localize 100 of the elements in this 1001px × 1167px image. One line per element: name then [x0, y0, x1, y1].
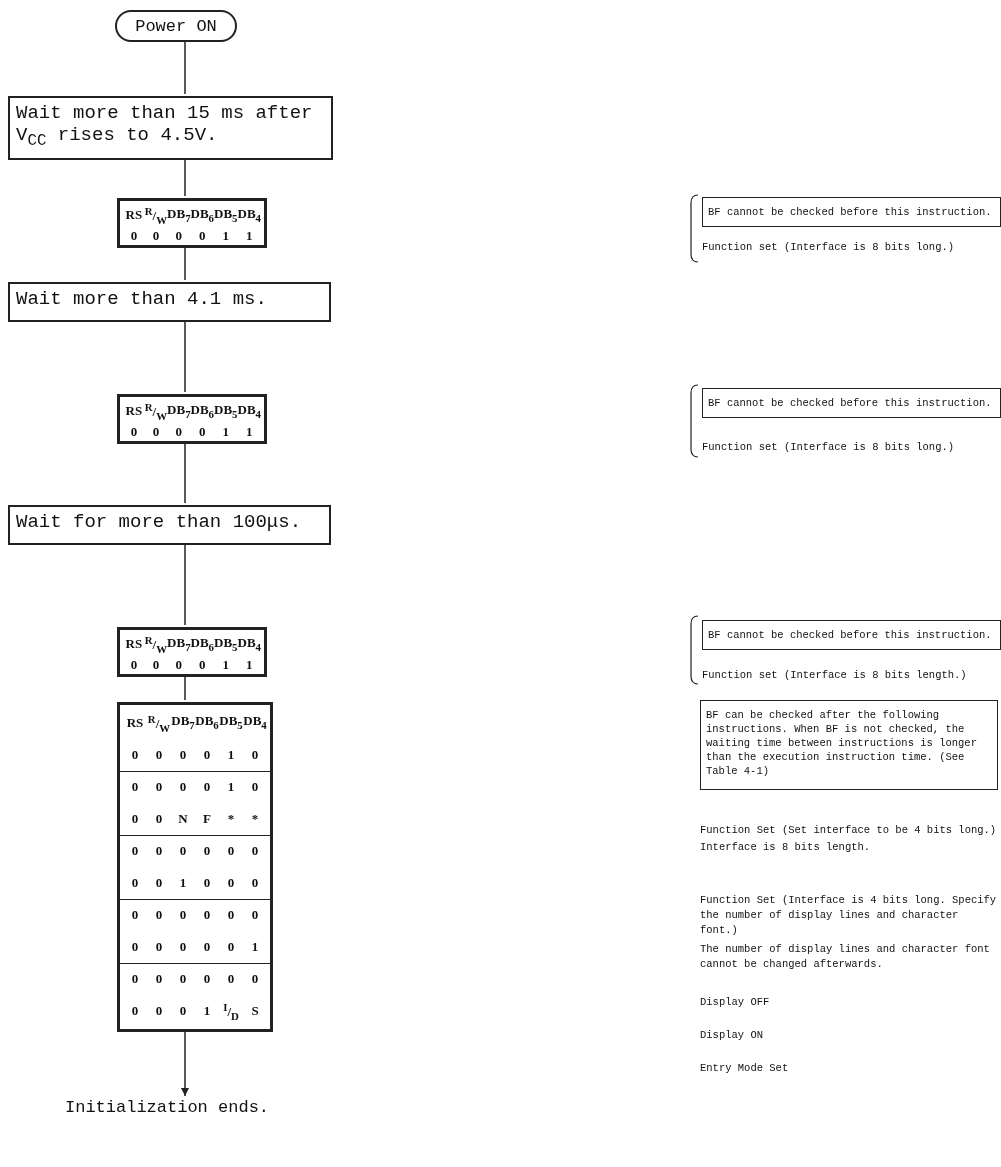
bit-value: 0 — [155, 843, 163, 859]
column-header: $^{R}$/$_{W}$ — [144, 633, 168, 657]
connector-line — [184, 159, 186, 197]
bit-value: 1 — [179, 875, 187, 891]
bit-value: 0 — [131, 939, 139, 955]
bit-value: 0 — [203, 939, 211, 955]
process-box: Wait for more than 100μs. — [8, 505, 331, 545]
bit-value: 0 — [179, 779, 187, 795]
end-text: Initialization ends. — [65, 1098, 305, 1120]
bit-value: 0 — [227, 971, 235, 987]
column-header: DB$_{7}$ — [167, 401, 191, 422]
bit-value: 0 — [130, 656, 138, 673]
bit-value: 0 — [179, 843, 187, 859]
note-box: BF cannot be checked before this instruction. — [702, 388, 1001, 418]
column-header: DB$_{7}$ — [167, 634, 191, 655]
instruction-table — [117, 394, 267, 444]
bit-value: 0 — [251, 907, 259, 923]
column-header: RS — [125, 403, 143, 420]
bit-value: 0 — [203, 875, 211, 891]
note-box: BF can be checked after the following instructions. When BF is not checked, the waiting time between instructions is longer than the execution instruction time. (See Table 4-1) — [700, 700, 998, 790]
bit-value: 0 — [199, 656, 206, 673]
bit-value: 0 — [155, 939, 163, 955]
bit-value: 0 — [152, 227, 160, 244]
column-header: DB$_{4}$ — [243, 713, 267, 733]
bit-value: 0 — [131, 779, 139, 795]
note-text: Function set (Interface is 8 bits long.) — [702, 440, 956, 455]
bit-value: 0 — [131, 747, 139, 763]
note-box: BF cannot be checked before this instruction. — [702, 620, 1001, 650]
column-header: DB$_{4}$ — [237, 205, 261, 226]
column-header: $^{R}$/$_{W}$ — [144, 400, 168, 424]
note-text: Entry Mode Set — [700, 1061, 790, 1076]
column-header: DB$_{6}$ — [190, 401, 215, 422]
column-header: DB$_{5}$ — [214, 205, 238, 226]
bit-value: 0 — [251, 779, 259, 795]
note-text: Function Set (Interface is 4 bits long. Specify the number of display lines and character font.) — [700, 893, 998, 938]
start-terminal: Power ON — [115, 10, 237, 42]
bit-value: 1 — [222, 423, 229, 440]
connector-line — [184, 321, 186, 393]
bit-value: 0 — [199, 423, 206, 440]
bit-value: 1 — [246, 656, 253, 673]
bit-value: 0 — [131, 843, 139, 859]
bit-value: 0 — [175, 227, 183, 244]
bit-value: F — [203, 811, 211, 827]
bit-value: 0 — [227, 875, 235, 891]
bit-value: 0 — [227, 939, 235, 955]
bit-value: 1 — [222, 656, 229, 673]
bit-value: 0 — [203, 747, 211, 763]
arrow — [181, 1031, 189, 1097]
column-header: RS — [125, 636, 143, 653]
column-header: DB$_{6}$ — [195, 713, 219, 733]
bit-value: 0 — [130, 423, 138, 440]
column-header: DB$_{7}$ — [167, 205, 191, 226]
column-header: DB$_{6}$ — [190, 634, 215, 655]
note-text: The number of display lines and character font cannot be changed afterwards. — [700, 942, 991, 972]
process-box: Wait more than 4.1 ms. — [8, 282, 331, 322]
bit-value: 0 — [251, 875, 259, 891]
bit-value: 0 — [130, 227, 138, 244]
note-text: Interface is 8 bits length. — [700, 840, 872, 855]
bit-value: 0 — [179, 747, 187, 763]
bit-value: N — [178, 811, 188, 827]
column-header: DB$_{7}$ — [171, 713, 195, 733]
bit-value: 0 — [155, 907, 163, 923]
bit-value: 1 — [246, 423, 253, 440]
column-header: $^{R}$/$_{W}$ — [144, 204, 168, 228]
bit-value: 0 — [203, 779, 211, 795]
bit-value: 0 — [179, 907, 187, 923]
bit-value: 0 — [227, 907, 235, 923]
note-text: Display OFF — [700, 995, 771, 1010]
column-header: DB$_{5}$ — [219, 713, 243, 733]
bit-value: 0 — [175, 656, 183, 673]
column-header: DB$_{4}$ — [237, 634, 261, 655]
bit-value: 0 — [179, 1003, 187, 1019]
column-header: DB$_{4}$ — [237, 401, 261, 422]
connector-line — [184, 676, 186, 701]
bit-value: 0 — [175, 423, 183, 440]
column-header: $^{R}$/$_{W}$ — [147, 711, 171, 736]
connector-line — [184, 247, 186, 281]
bit-value: 0 — [251, 971, 259, 987]
bit-value: 1 — [227, 779, 235, 795]
bit-value: 0 — [131, 811, 139, 827]
bit-value: $^{I}$/$_{D}$ — [223, 999, 239, 1024]
bit-value: 0 — [152, 656, 160, 673]
column-header: DB$_{5}$ — [214, 401, 238, 422]
bit-value: * — [251, 811, 259, 827]
bit-value: 0 — [155, 747, 163, 763]
bit-value: 0 — [227, 843, 235, 859]
bit-value: 0 — [179, 939, 187, 955]
column-header: DB$_{6}$ — [190, 205, 215, 226]
bit-value: 0 — [152, 423, 160, 440]
bit-value: 1 — [203, 1003, 211, 1019]
bit-value: 0 — [131, 875, 139, 891]
bit-value: 1 — [227, 747, 235, 763]
bit-value: 0 — [251, 843, 259, 859]
bit-value: 1 — [246, 227, 253, 244]
bit-value: 0 — [155, 875, 163, 891]
note-text: Function set (Interface is 8 bits long.) — [702, 240, 956, 255]
note-text: Function set (Interface is 8 bits length.) — [702, 668, 968, 683]
connector-line — [184, 544, 186, 626]
bit-value: 0 — [155, 1003, 163, 1019]
bit-value: 0 — [155, 779, 163, 795]
